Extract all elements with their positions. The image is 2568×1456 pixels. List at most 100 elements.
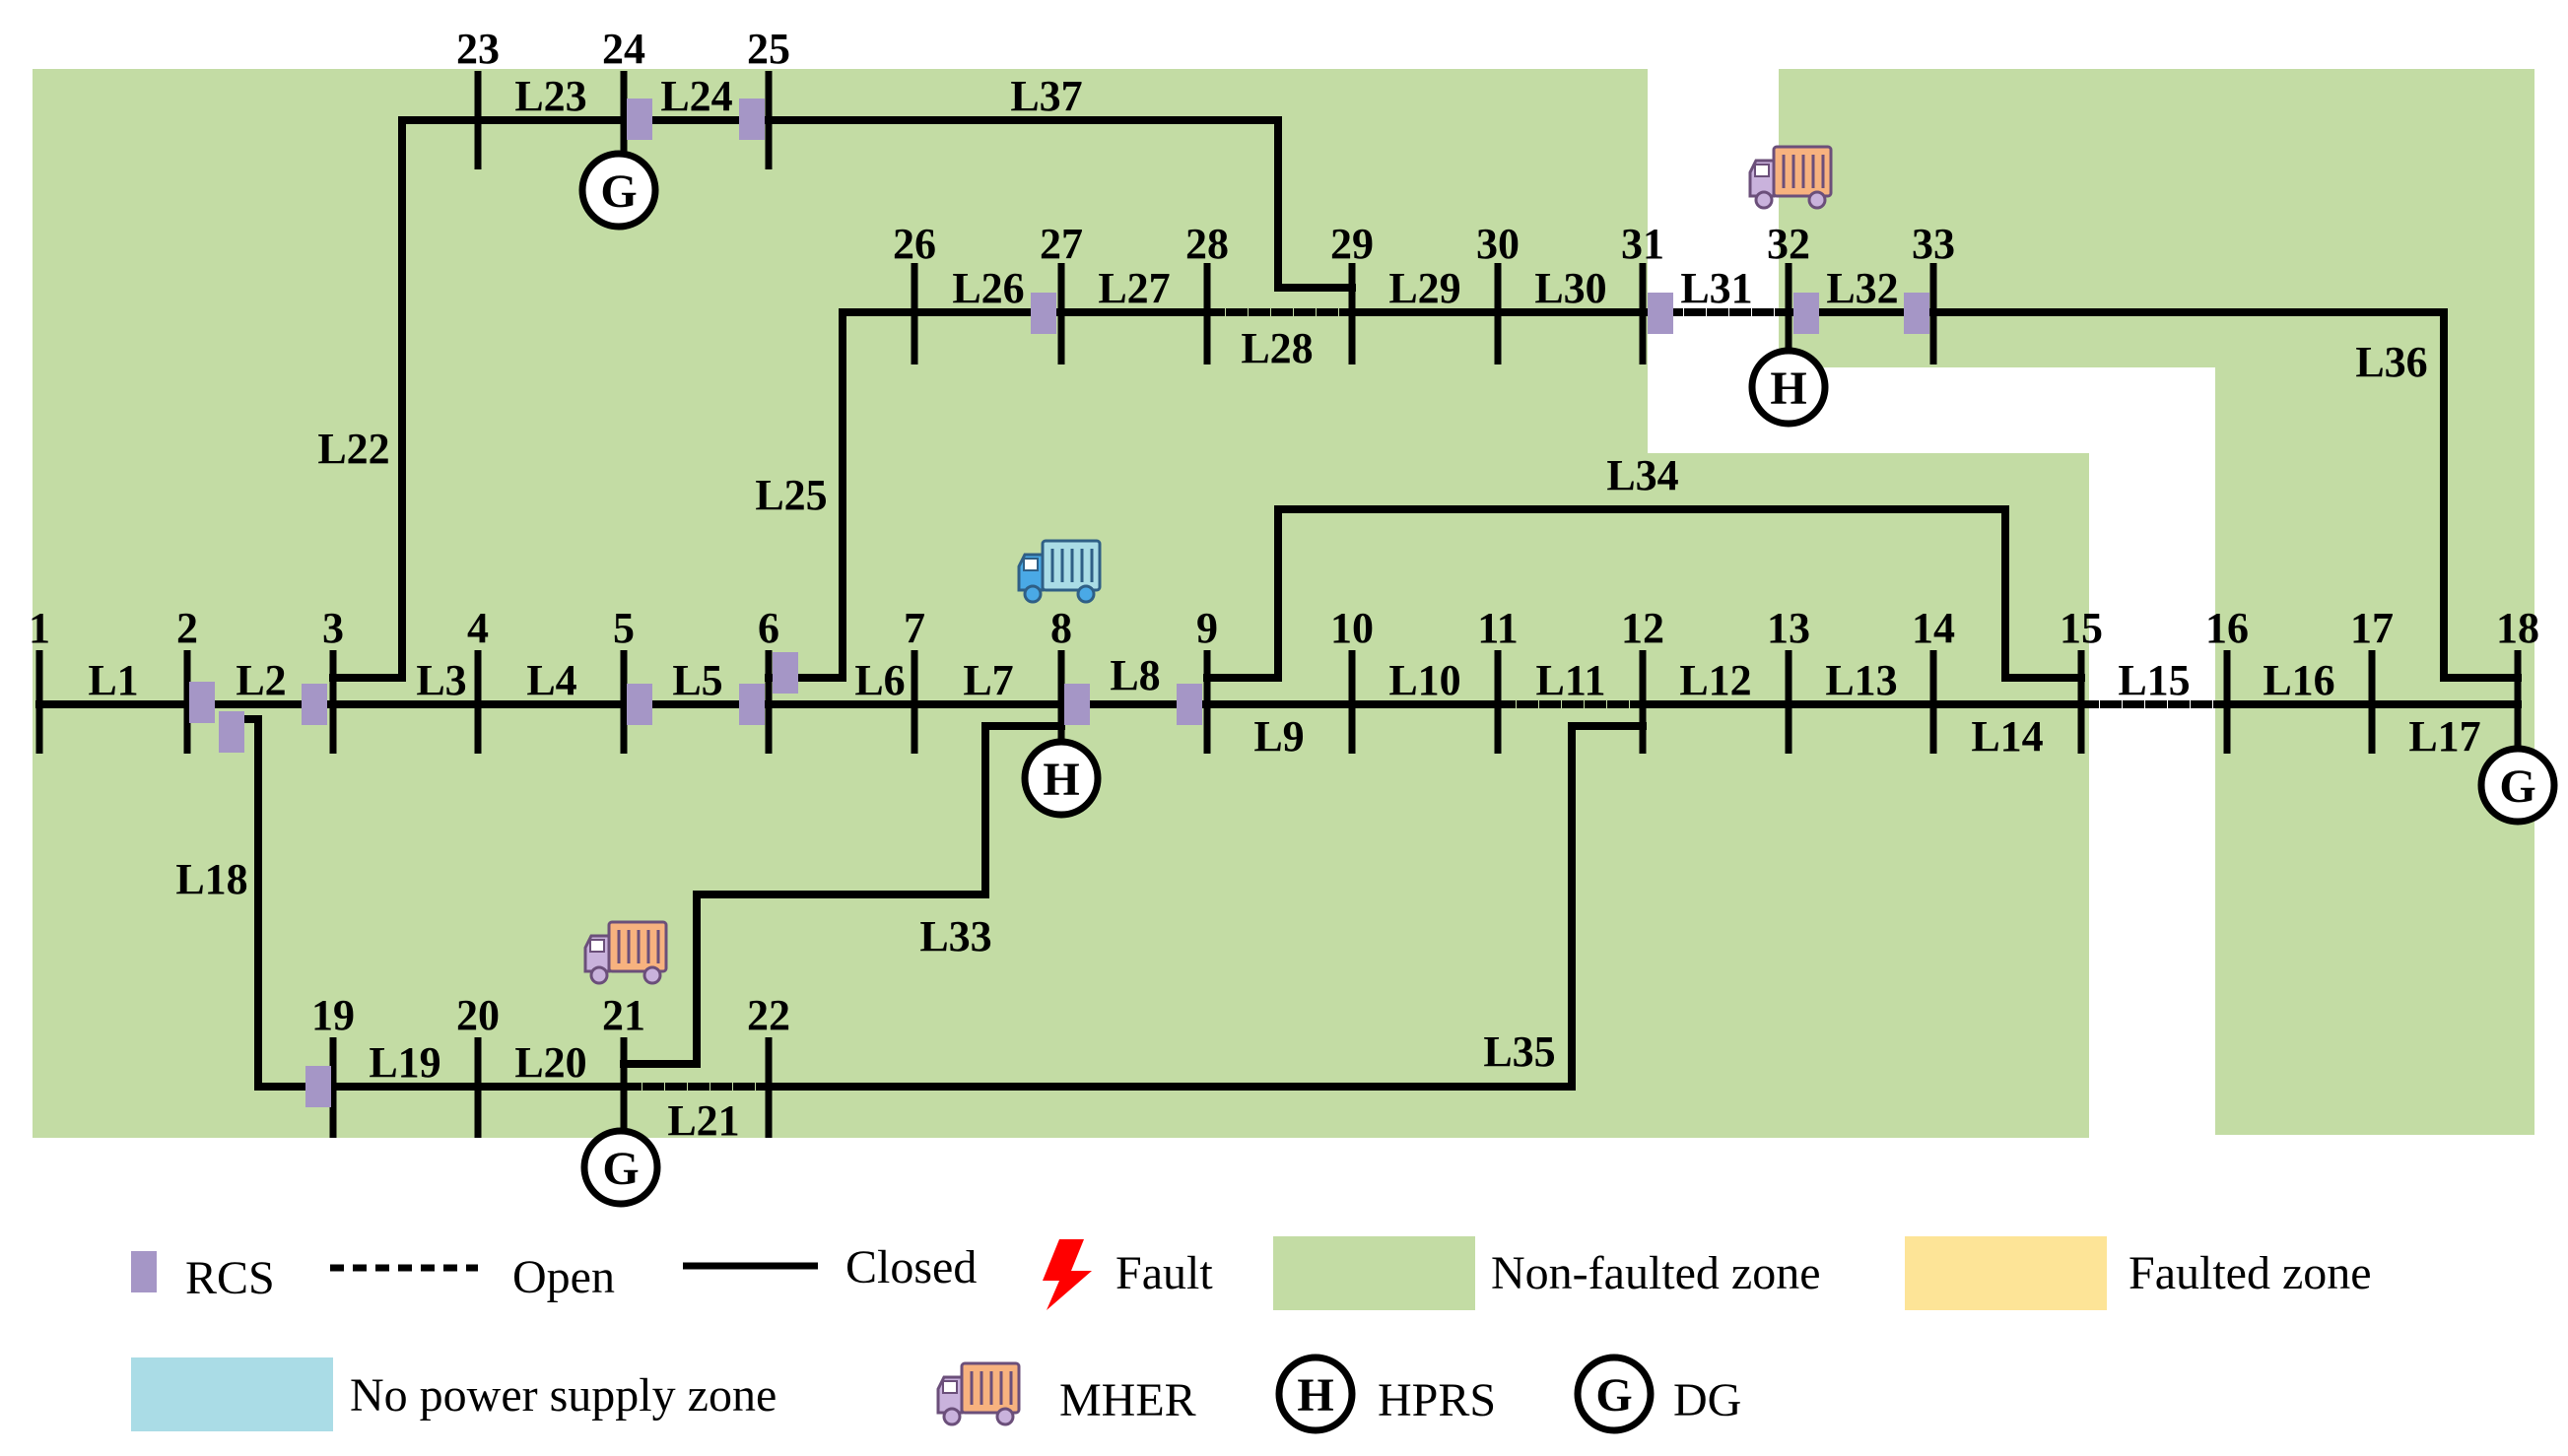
bus-label-27: 27: [1040, 220, 1083, 268]
bus-label-29: 29: [1330, 220, 1374, 268]
bus-label-17: 17: [2350, 604, 2394, 652]
bus-label-32: 32: [1767, 220, 1810, 268]
line-label-L12: L12: [1679, 656, 1751, 704]
bus-label-18: 18: [2496, 604, 2539, 652]
line-label-L23: L23: [514, 72, 586, 120]
legend-no-power-label: No power supply zone: [350, 1369, 777, 1422]
legend-hprs-label: HPRS: [1378, 1374, 1496, 1426]
line-label-L29: L29: [1388, 264, 1460, 312]
line-label-L36: L36: [2355, 338, 2427, 386]
line-label-L25: L25: [755, 471, 827, 519]
rcs-switch: [302, 684, 327, 725]
bus-label-24: 24: [602, 25, 645, 73]
line-label-L19: L19: [369, 1038, 440, 1087]
bus-label-25: 25: [747, 25, 790, 73]
bus-label-16: 16: [2205, 604, 2249, 652]
legend-closed-label: Closed: [845, 1241, 977, 1293]
legend-rcs-swatch: [131, 1251, 157, 1292]
bus-label-19: 19: [311, 991, 355, 1039]
line-label-L13: L13: [1825, 656, 1897, 704]
bus-label-14: 14: [1912, 604, 1955, 652]
bus-label-9: 9: [1196, 604, 1218, 652]
dg-symbol: G: [602, 1143, 639, 1195]
line-label-L28: L28: [1241, 324, 1313, 372]
rcs-switch: [739, 684, 765, 725]
rcs-switch: [1064, 684, 1090, 725]
bus-label-3: 3: [322, 604, 344, 652]
line-label-L3: L3: [416, 656, 466, 704]
rcs-switch: [627, 99, 652, 140]
bus-label-15: 15: [2060, 604, 2103, 652]
rcs-switch: [189, 682, 215, 723]
hprs-symbol: H: [1043, 754, 1079, 806]
dg-symbol: G: [2499, 761, 2535, 813]
legend-mher-label: MHER: [1059, 1374, 1196, 1426]
rcs-switch: [305, 1066, 331, 1107]
line-L37: [765, 116, 1356, 292]
line-label-L27: L27: [1098, 264, 1170, 312]
rcs-switch: [1904, 293, 1929, 334]
rcs-switch: [1031, 293, 1056, 334]
dg-21: G: [580, 1127, 661, 1208]
hprs-units: H H: [1021, 347, 1829, 819]
hprs-symbol: H: [1770, 363, 1806, 415]
bus-label-30: 30: [1476, 220, 1520, 268]
rcs-switch: [773, 652, 798, 694]
non-faulted-zone-right: [1779, 69, 2534, 1135]
line-label-L7: L7: [963, 656, 1013, 704]
line-label-L10: L10: [1388, 656, 1460, 704]
legend: RCS Open Closed Fault Non-faulted zone F…: [131, 1236, 2372, 1434]
rcs-switch: [1648, 293, 1673, 334]
rcs-switch: [1793, 293, 1819, 334]
legend-hprs-icon: H: [1275, 1354, 1356, 1434]
legend-rcs-label: RCS: [185, 1252, 275, 1304]
hprs-32: H: [1748, 347, 1829, 428]
line-label-L16: L16: [2263, 656, 2334, 704]
line-label-L33: L33: [919, 912, 991, 960]
line-label-L8: L8: [1110, 651, 1160, 699]
line-label-L6: L6: [854, 656, 905, 704]
dg-symbol: G: [1595, 1369, 1632, 1422]
line-label-L35: L35: [1483, 1027, 1555, 1076]
line-labels: L1 L2 L3 L4 L5 L6 L7 L8 L9 L10 L11 L12 L…: [88, 72, 2480, 1145]
line-label-L26: L26: [952, 264, 1024, 312]
rcs-switch: [1177, 684, 1202, 725]
legend-fault-label: Fault: [1115, 1247, 1213, 1299]
dg-symbol: G: [600, 165, 637, 218]
bus-label-31: 31: [1621, 220, 1664, 268]
line-label-L22: L22: [317, 425, 389, 473]
line-label-L20: L20: [514, 1038, 586, 1087]
bus-label-1: 1: [29, 604, 50, 652]
line-label-L15: L15: [2118, 656, 2190, 704]
legend-non-faulted-swatch: [1273, 1236, 1475, 1310]
legend-faulted-swatch: [1905, 1236, 2107, 1310]
line-L35: [765, 722, 1647, 1091]
line-L22: [329, 116, 482, 682]
bus-label-4: 4: [467, 604, 489, 652]
line-L34: [1203, 505, 2085, 682]
bus-label-8: 8: [1050, 604, 1072, 652]
bus-label-22: 22: [747, 991, 790, 1039]
rcs-switch: [219, 711, 244, 753]
hprs-8: H: [1021, 738, 1102, 819]
bus-label-26: 26: [893, 220, 936, 268]
legend-dg-label: DG: [1673, 1374, 1741, 1426]
rcs-switch: [739, 99, 765, 140]
line-label-L9: L9: [1253, 712, 1304, 761]
bus-label-10: 10: [1330, 604, 1374, 652]
bus-ticks: [35, 71, 2522, 1138]
line-label-L34: L34: [1606, 451, 1678, 499]
legend-mher-icon: [936, 1361, 1021, 1426]
line-label-L2: L2: [236, 656, 286, 704]
bus-label-13: 13: [1767, 604, 1810, 652]
legend-no-power-swatch: [131, 1357, 333, 1431]
line-label-L32: L32: [1826, 264, 1898, 312]
bus-label-20: 20: [456, 991, 500, 1039]
line-label-L18: L18: [175, 855, 247, 903]
bus-label-7: 7: [904, 604, 925, 652]
line-label-L11: L11: [1536, 656, 1606, 704]
bus-label-6: 6: [758, 604, 779, 652]
bus-label-21: 21: [602, 991, 645, 1039]
bus-label-33: 33: [1912, 220, 1955, 268]
dg-24: G: [578, 150, 659, 231]
